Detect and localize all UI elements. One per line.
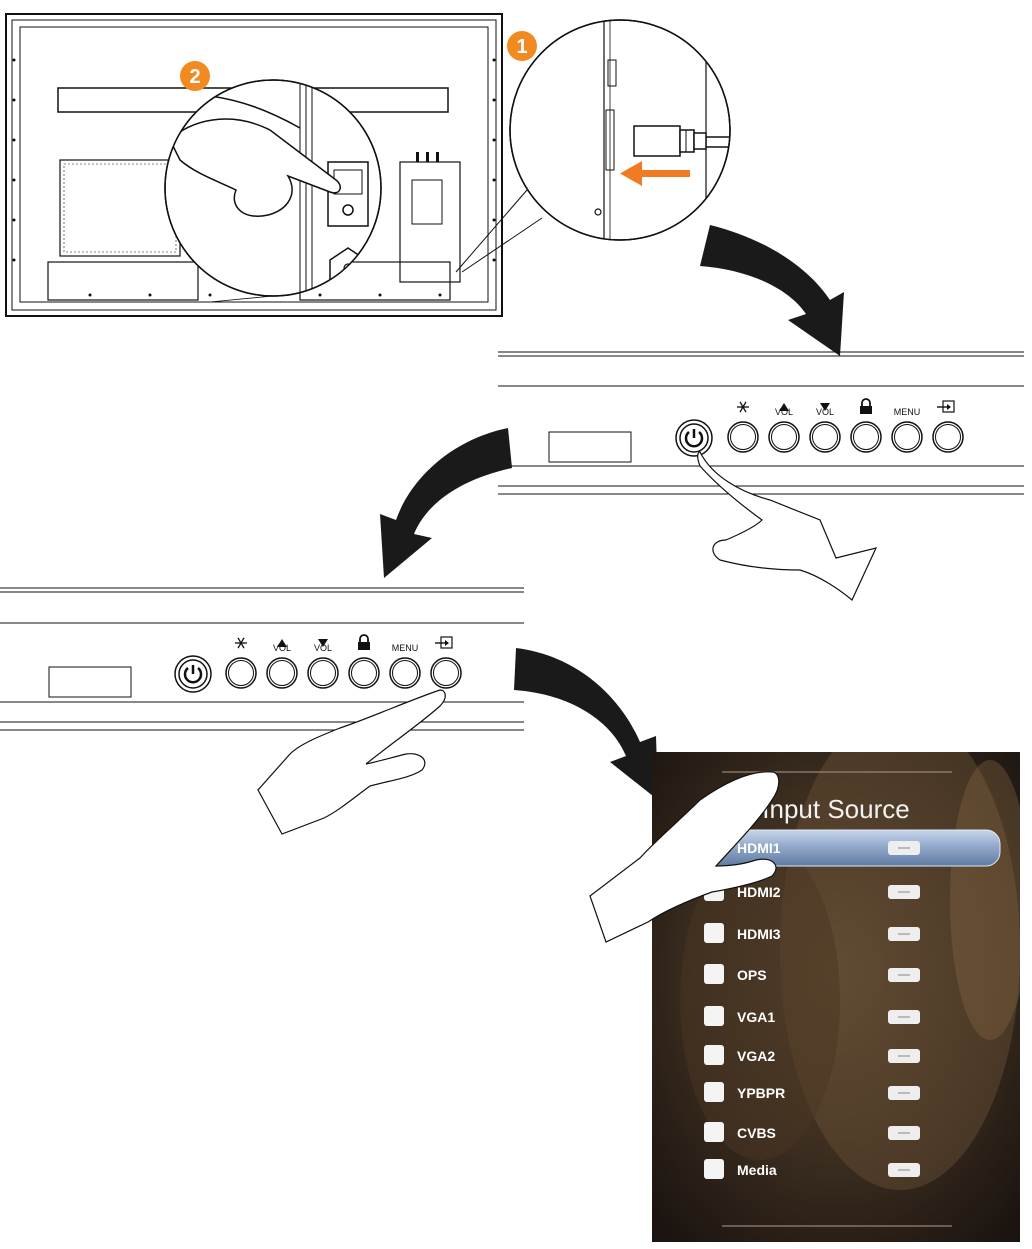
panel-button-label: VOL xyxy=(816,407,834,417)
panel-button-lock-icon[interactable] xyxy=(349,635,379,688)
freeze-icon xyxy=(235,638,247,648)
ir-sensor-window xyxy=(49,667,131,697)
panel-button-triangle-down-icon[interactable]: VOL xyxy=(810,403,840,452)
hand-pressing-power xyxy=(698,452,876,600)
hand-pressing-input xyxy=(258,690,445,834)
option-label: VGA2 xyxy=(737,1048,775,1064)
option-label: HDMI1 xyxy=(737,840,781,856)
curved-arrow-2 xyxy=(380,428,512,578)
ir-sensor-window xyxy=(549,432,631,462)
panel-button-menu[interactable]: MENU xyxy=(390,643,420,688)
curved-arrow-3 xyxy=(514,648,658,800)
power-cord-zoom xyxy=(510,10,760,250)
panel-button-triangle-down-icon[interactable]: VOL xyxy=(308,639,338,688)
panel-button-label: VOL xyxy=(273,643,291,653)
option-checkbox xyxy=(704,1045,724,1065)
option-label: HDMI2 xyxy=(737,884,781,900)
panel-button-triangle-up-icon[interactable]: VOL xyxy=(769,403,799,452)
freeze-icon xyxy=(737,402,749,412)
panel-button-freeze-icon[interactable] xyxy=(226,638,256,688)
panel-button-input-source-icon[interactable] xyxy=(431,637,461,688)
step-1-badge: 1 xyxy=(507,31,537,61)
control-panel-input: VOL VOL MENU xyxy=(0,588,524,834)
panel-button-triangle-up-icon[interactable]: VOL xyxy=(267,639,297,688)
lock-icon xyxy=(860,399,872,414)
panel-button-menu[interactable]: MENU xyxy=(892,407,922,452)
option-checkbox xyxy=(704,1082,724,1102)
option-checkbox xyxy=(704,1122,724,1142)
option-checkbox xyxy=(704,964,724,984)
control-panel-power: VOL VOL MENU xyxy=(498,352,1024,600)
panel-button-label: VOL xyxy=(775,407,793,417)
osd-title: Input Source xyxy=(762,794,909,824)
curved-arrow-1 xyxy=(700,225,844,356)
option-label: OPS xyxy=(737,967,767,983)
option-label: VGA1 xyxy=(737,1009,775,1025)
panel-button-label: VOL xyxy=(314,643,332,653)
input-source-icon xyxy=(937,401,954,412)
option-checkbox xyxy=(704,1006,724,1026)
option-label: HDMI3 xyxy=(737,926,781,942)
step-2-badge: 2 xyxy=(180,61,210,91)
option-checkbox xyxy=(704,923,724,943)
panel-button-lock-icon[interactable] xyxy=(851,399,881,452)
power-button[interactable] xyxy=(676,420,712,456)
step-2-number: 2 xyxy=(189,66,200,88)
power-button[interactable] xyxy=(175,656,211,692)
option-checkbox xyxy=(704,1159,724,1179)
lock-icon xyxy=(358,635,370,650)
panel-button-label: MENU xyxy=(392,643,419,653)
panel-button-input-source-icon[interactable] xyxy=(933,401,963,452)
option-label: Media xyxy=(737,1162,777,1178)
input-source-icon xyxy=(435,637,452,648)
option-label: YPBPR xyxy=(737,1085,785,1101)
panel-button-label: MENU xyxy=(894,407,921,417)
option-label: CVBS xyxy=(737,1125,776,1141)
panel-button-freeze-icon[interactable] xyxy=(728,402,758,452)
step-1-number: 1 xyxy=(516,36,527,58)
